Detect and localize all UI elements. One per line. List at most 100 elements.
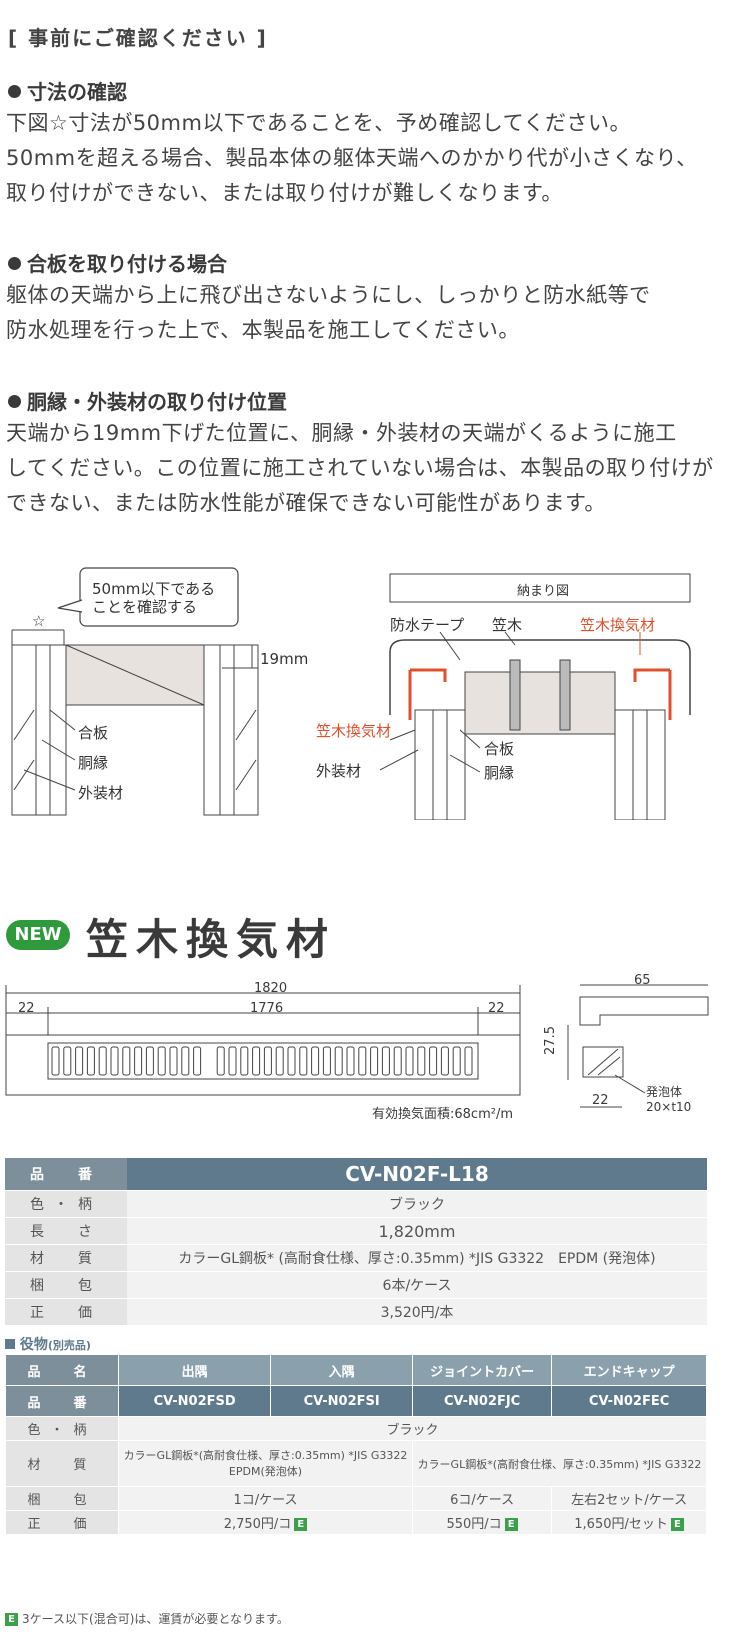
- vent-slot: [429, 1046, 438, 1076]
- vent-slot: [405, 1046, 414, 1076]
- dim-side-bottom: 22: [592, 1093, 609, 1108]
- vent-slot: [110, 1046, 119, 1076]
- e-badge-icon: E: [670, 1518, 684, 1531]
- vent-slot: [157, 1046, 166, 1076]
- vent-slot: [122, 1046, 131, 1076]
- vent-slot: [63, 1046, 72, 1076]
- section-title-plywood: 合板を取り付ける場合: [8, 248, 227, 277]
- vent-slot: [322, 1046, 331, 1076]
- vent-slot: [440, 1046, 449, 1076]
- vent-slots: [51, 1046, 473, 1076]
- diagram-assembly: 納まり図 防水テープ 笠木 笠木換気材 笠木換気材 外装材 合板 胴縁: [310, 570, 750, 821]
- new-badge: NEW: [6, 920, 70, 950]
- label-furring-right: 胴縁: [484, 764, 515, 782]
- vent-slot: [181, 1046, 190, 1076]
- vent-slot: [86, 1046, 95, 1076]
- assembly-title: 納まり図: [517, 584, 570, 599]
- e-badge-icon: E: [5, 1613, 18, 1626]
- vent-slot: [287, 1046, 296, 1076]
- spec-header-key: 品 番: [5, 1158, 127, 1191]
- vent-slot: [358, 1046, 367, 1076]
- vent-slot: [464, 1046, 473, 1076]
- bullet-icon: [8, 257, 21, 270]
- accessories-title: 役物(別売品): [5, 1334, 91, 1354]
- vent-slot: [51, 1046, 60, 1076]
- bullet-icon: [8, 395, 21, 408]
- spec-row: 色・柄ブラック: [5, 1190, 707, 1218]
- foam-label: 発泡体 20×t10: [646, 1085, 692, 1114]
- section-body-position: 天端から19mm下げた位置に、胴縁・外装材の天端がくるように施工 してください。…: [6, 421, 714, 515]
- label-siding: 外装材: [78, 784, 124, 802]
- star-mark: ☆: [32, 612, 46, 630]
- dim-19mm: 19mm: [260, 650, 309, 668]
- vent-slot: [370, 1046, 379, 1076]
- square-icon: [5, 1339, 15, 1349]
- vent-slot: [299, 1046, 308, 1076]
- spec-row: 材 質カラーGL鋼板* (高耐食仕様、厚さ:0.35mm) *JIS G3322…: [5, 1244, 707, 1272]
- acc-color-row: 色・柄 ブラック: [5, 1416, 707, 1441]
- e-badge-icon: E: [294, 1518, 308, 1531]
- spec-price: 3,520円/本: [127, 1298, 707, 1326]
- bullet-icon: [8, 85, 21, 98]
- label-plywood-right: 合板: [484, 740, 515, 758]
- vent-slot: [75, 1046, 84, 1076]
- acc-code-row: 品 番 CV-N02FSD CV-N02FSI CV-N02FJC CV-N02…: [5, 1385, 707, 1417]
- vent-slot: [334, 1046, 343, 1076]
- vent-slot: [193, 1046, 202, 1076]
- label-coping-vent-left: 笠木換気材: [316, 722, 392, 740]
- vent-slot: [263, 1046, 272, 1076]
- vent-slot: [381, 1046, 390, 1076]
- vent-slot: [134, 1046, 143, 1076]
- vent-slot: [252, 1046, 261, 1076]
- dim-right: 22: [488, 1001, 505, 1016]
- accessories-table: 品 名 出隅 入隅 ジョイントカバー エンドキャップ 品 番 CV-N02FSD…: [5, 1354, 708, 1535]
- product-drawing: 1820 1776 22 22 65 27.5 22 発泡体 20×t10 有効…: [0, 973, 750, 1125]
- vent-slot: [452, 1046, 461, 1076]
- vent-slot: [98, 1046, 107, 1076]
- section-title-position: 胴縁・外装材の取り付け位置: [8, 386, 287, 415]
- section-title-dimension: 寸法の確認: [8, 76, 127, 105]
- product-drawing-svg: [5, 984, 709, 1108]
- vent-slot: [169, 1046, 178, 1076]
- acc-material-row: 材 質 カラーGL鋼板*(高耐食仕様、厚さ:0.35mm) *JIS G3322…: [5, 1440, 708, 1487]
- notice-header: [ 事前にご確認ください ]: [8, 26, 268, 50]
- vent-slot: [240, 1046, 249, 1076]
- label-coping-vent: 笠木換気材: [580, 616, 656, 634]
- diagram-dimension-check: 50mm以下である ことを確認する ☆ 19mm 合板 胴縁 外装材: [0, 560, 330, 820]
- section-body-plywood: 躯体の天端から上に飛び出さないようにし、しっかりと防水紙等で 防水処理を行った上…: [6, 283, 651, 342]
- acc-pack-row: 梱 包 1コ/ケース 6コ/ケース 左右2セット/ケース: [5, 1486, 707, 1511]
- dim-left: 22: [18, 1001, 35, 1016]
- dim-side-width: 65: [634, 973, 651, 988]
- vent-slot: [417, 1046, 426, 1076]
- vent-slot: [228, 1046, 237, 1076]
- product-title: 笠木換気材: [86, 915, 337, 964]
- vent-slot: [311, 1046, 320, 1076]
- label-furring: 胴縁: [78, 754, 109, 772]
- dim-side-height: 27.5: [542, 1026, 558, 1055]
- diagram-right-svg: [379, 573, 691, 821]
- dim-inner: 1776: [250, 1001, 284, 1016]
- vent-slot: [216, 1046, 225, 1076]
- vent-slot: [275, 1046, 284, 1076]
- vent-slot: [393, 1046, 402, 1076]
- acc-name-row: 品 名 出隅 入隅 ジョイントカバー エンドキャップ: [5, 1354, 707, 1386]
- dim-total: 1820: [254, 981, 288, 996]
- label-waterproof-tape: 防水テープ: [390, 616, 465, 634]
- spec-product-code: CV-N02F-L18: [127, 1158, 707, 1191]
- vent-slot: [145, 1046, 154, 1076]
- label-siding-right: 外装材: [316, 762, 362, 780]
- label-coping: 笠木: [492, 616, 523, 634]
- diagram-left-svg: [11, 567, 259, 816]
- diagram-callout: 50mm以下である ことを確認する: [92, 580, 216, 616]
- spec-header-row: 品 番 CV-N02F-L18: [5, 1158, 707, 1191]
- label-plywood: 合板: [78, 724, 109, 742]
- e-badge-icon: E: [504, 1518, 518, 1531]
- vent-area: 有効換気面積:68cm²/m: [372, 1107, 513, 1122]
- section-body-dimension: 下図☆寸法が50mm以下であることを、予め確認してください。 50mmを超える場…: [6, 111, 698, 205]
